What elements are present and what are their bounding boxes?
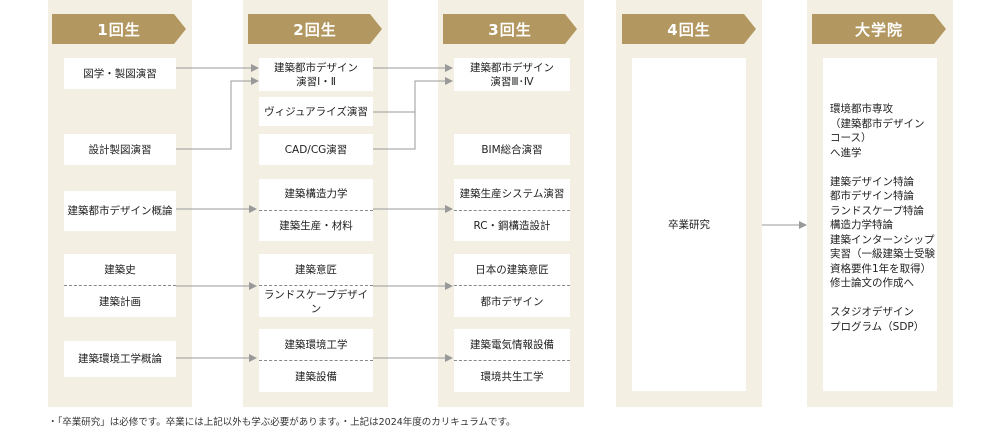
course-studio-3-4-label: 建築都市デザイン 演習Ⅲ･Ⅳ: [470, 61, 554, 88]
course-prod-system-label: 建築生産システム演習: [459, 188, 565, 201]
course-design-drawing: 設計製図演習: [64, 134, 176, 165]
course-group-ishou-landscape: 建築意匠 ランドスケープデザイン: [259, 254, 373, 317]
arrow-cad-to-studio3: [373, 112, 416, 150]
grad-panel: [823, 58, 937, 391]
course-cad-label: CAD/CG演習: [284, 143, 348, 156]
course-env-symbiosis-label: 環境共生工学: [480, 370, 544, 383]
arrow-design-drawing-to-studio: [176, 77, 259, 150]
course-group-prodsys-rc: 建築生産システム演習 RC・鋼構造設計: [454, 179, 570, 241]
course-history-label: 建築史: [104, 263, 136, 276]
course-structure-label: 建築構造力学: [284, 188, 348, 201]
divider: [454, 360, 570, 361]
arrow-visualize-to-studio3: [373, 77, 453, 113]
course-cad: CAD/CG演習: [259, 134, 373, 165]
course-env-overview: 建築環境工学概論: [64, 341, 176, 377]
course-design-drawing-label: 設計製図演習: [88, 143, 152, 156]
footnote: ・「卒業研究」は必修です。卒業には上記以外も学ぶ必要があります。・上記は2024…: [48, 417, 516, 428]
course-japan-ishou-label: 日本の建築意匠: [475, 263, 549, 276]
header-grad: 大学院: [812, 14, 946, 44]
course-bim: BIM総合演習: [454, 134, 570, 165]
divider: [454, 209, 570, 211]
divider: [259, 285, 373, 286]
course-group-structure-production: 建築構造力学 建築生産・材料: [259, 179, 373, 241]
divider: [64, 285, 176, 286]
course-visualize: ヴィジュアライズ演習: [259, 97, 373, 126]
course-group-japan-urban: 日本の建築意匠 都市デザイン: [454, 254, 570, 317]
header-year4: 4回生: [622, 14, 756, 44]
course-landscape-label: ランドスケープデザイン: [263, 288, 369, 315]
course-visualize-label: ヴィジュアライズ演習: [264, 105, 368, 118]
header-year2: 2回生: [248, 14, 382, 44]
grad-description: 環境都市専攻 （建築都市デザイン コース） へ進学 建築デザイン特論 都市デザイ…: [830, 103, 935, 333]
course-elec-info-label: 建築電気情報設備: [470, 338, 554, 351]
course-group-elec-env: 建築電気情報設備 環境共生工学: [454, 329, 570, 392]
course-rc-steel-label: RC・鋼構造設計: [473, 219, 551, 232]
course-group-env-equipment: 建築環境工学 建築設備: [259, 329, 373, 392]
course-env-overview-label: 建築環境工学概論: [78, 353, 162, 365]
header-year1: 1回生: [52, 14, 186, 44]
course-urban-overview: 建築都市デザイン概論: [64, 191, 176, 231]
course-ishou-label: 建築意匠: [295, 263, 337, 276]
course-thesis: 卒業研究: [632, 58, 746, 391]
course-drawing: 図学・製図演習: [64, 58, 176, 89]
header-year3: 3回生: [443, 14, 577, 44]
course-production-label: 建築生産・材料: [279, 219, 353, 232]
course-group-history-planning: 建築史 建築計画: [64, 254, 176, 317]
course-thesis-label: 卒業研究: [668, 218, 710, 231]
course-env-eng-label: 建築環境工学: [284, 338, 348, 351]
course-urban-design-label: 都市デザイン: [480, 295, 544, 308]
course-studio-1-2: 建築都市デザイン 演習Ⅰ・Ⅱ: [259, 58, 373, 91]
course-equipment-label: 建築設備: [295, 370, 337, 383]
divider: [259, 360, 373, 361]
course-planning-label: 建築計画: [99, 295, 141, 308]
course-bim-label: BIM総合演習: [481, 143, 543, 156]
course-studio-3-4: 建築都市デザイン 演習Ⅲ･Ⅳ: [454, 58, 570, 91]
course-studio-1-2-label: 建築都市デザイン 演習Ⅰ・Ⅱ: [274, 61, 358, 88]
divider: [259, 209, 373, 211]
course-drawing-label: 図学・製図演習: [83, 67, 157, 80]
divider: [454, 285, 570, 286]
course-urban-overview-label: 建築都市デザイン概論: [67, 205, 173, 217]
